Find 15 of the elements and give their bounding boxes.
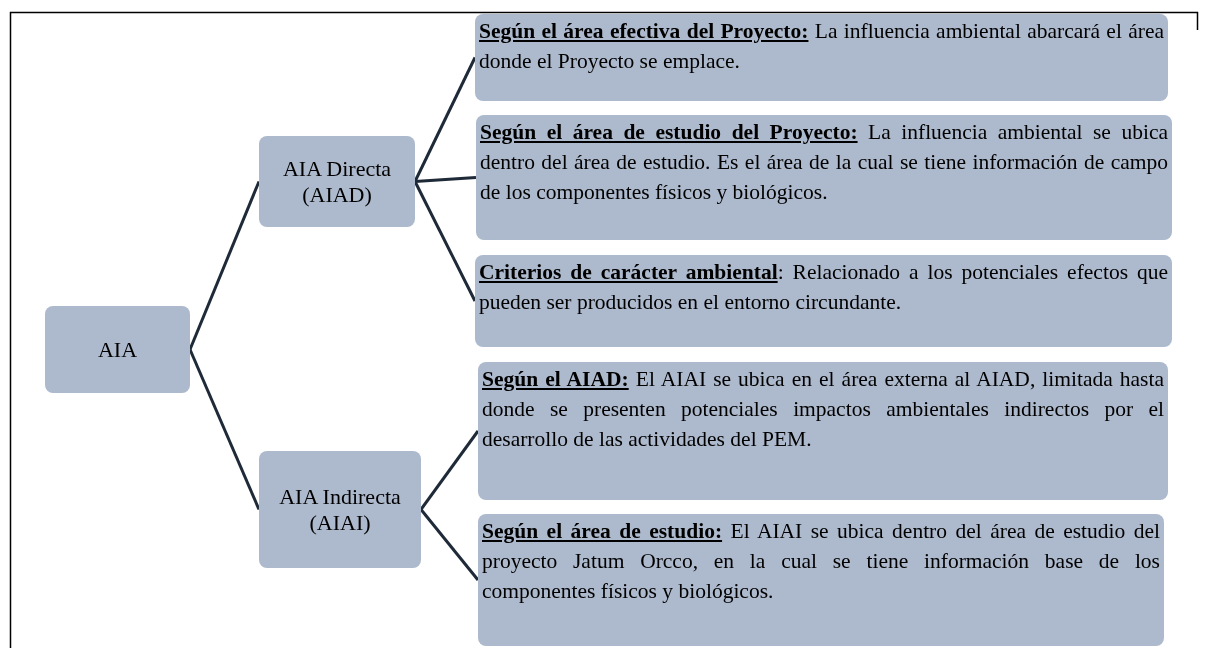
description-box: Criterios de carácter ambiental: Relacionado a los potenciales efectos que pueden ser producidos en el entorno circundante. — [475, 255, 1172, 347]
description-box: Según el área efectiva del Proyecto: La influencia ambiental abarcará el área donde el Proyecto se emplace. — [475, 14, 1168, 101]
description-box: Según el área de estudio del Proyecto: La influencia ambiental se ubica dentro del área de estudio. Es el área de la cual se tiene información de campo de los componentes físicos y biológicos. — [476, 115, 1172, 240]
connector-line — [413, 56, 477, 183]
connector-line — [414, 176, 477, 183]
connector-line — [419, 430, 480, 511]
connector-line — [413, 180, 477, 302]
connector-line — [188, 180, 261, 351]
description-box: Según el AIAD: El AIAI se ubica en el área externa al AIAD, limitada hasta donde se presenten potenciales impactos ambientales indirectos por el desarrollo de las actividades del PEM. — [478, 362, 1168, 500]
category-box: AIA Indirecta (AIAI) — [259, 451, 421, 568]
description-box: Según el área de estudio: El AIAI se ubica dentro del área de estudio del proyecto Jatum Orcco, en la cual se tiene información base de los componentes físicos y biológicos. — [478, 514, 1164, 646]
category-box: AIA — [45, 306, 190, 393]
connector-line — [188, 348, 261, 511]
category-box: AIA Directa (AIAD) — [259, 136, 415, 227]
connector-line — [419, 508, 480, 581]
